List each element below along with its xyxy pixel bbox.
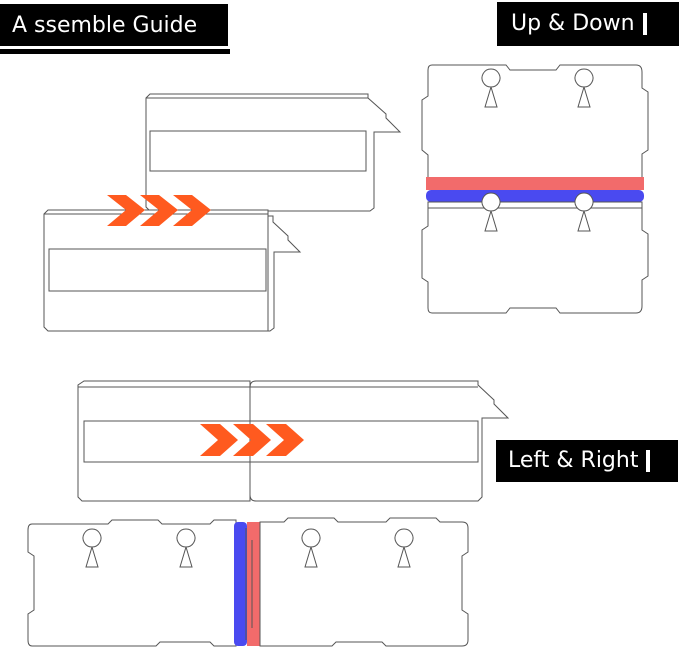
- leftright-red-tape: [247, 522, 260, 646]
- leftright-left-panel: [27, 519, 237, 647]
- title-underline: [0, 49, 230, 54]
- updown-top-panel: [421, 64, 649, 179]
- updown-bottom-panel: [421, 192, 649, 314]
- mid-arrow-icon: [200, 424, 304, 456]
- assemble-guide-title-text: A ssemble Guide: [12, 13, 198, 38]
- label-bar-icon: [642, 13, 647, 35]
- label-bar-icon: [646, 450, 651, 472]
- left-right-label-text: Left & Right: [508, 448, 639, 473]
- top-arrow-icon: [107, 195, 211, 226]
- top-left-shelf-back: [145, 93, 402, 212]
- leftright-right-panel: [259, 517, 469, 647]
- up-down-label: Up & Down: [497, 2, 679, 46]
- updown-red-tape: [426, 177, 644, 190]
- assemble-guide-title: A ssemble Guide: [0, 4, 228, 46]
- up-down-label-text: Up & Down: [511, 11, 635, 36]
- leftright-blue-tape: [234, 522, 247, 646]
- updown-blue-tape: [426, 190, 644, 202]
- top-left-shelf-front: [43, 209, 302, 332]
- left-right-label: Left & Right: [496, 440, 678, 482]
